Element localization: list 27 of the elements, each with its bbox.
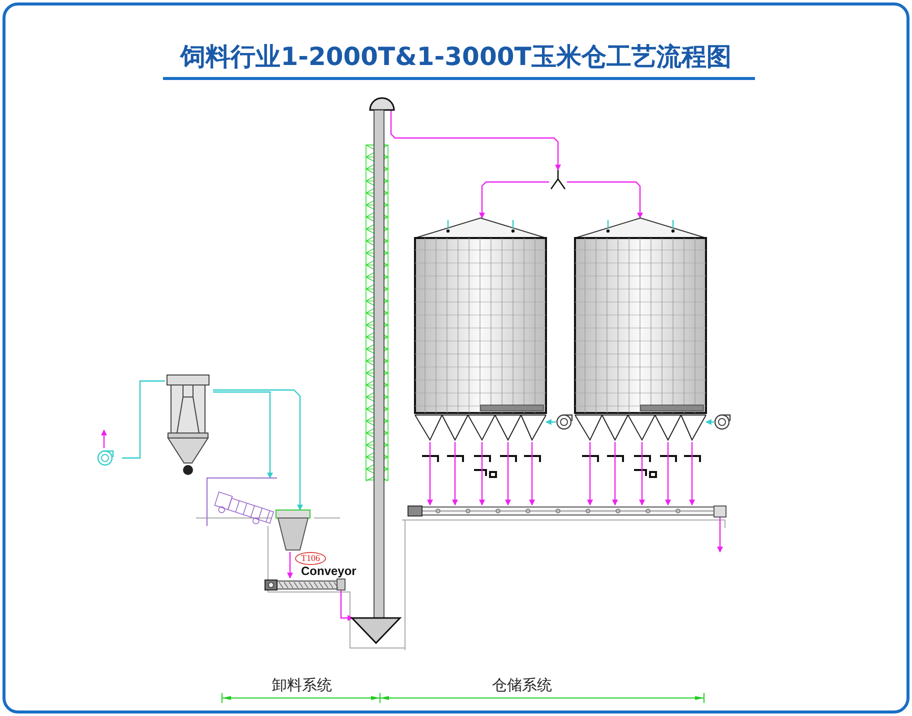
arrow <box>213 391 273 479</box>
arrow <box>390 110 561 171</box>
section-label: 仓储系统 <box>491 676 553 695</box>
arrow <box>529 442 535 506</box>
arrow <box>587 442 593 506</box>
arrow <box>427 442 433 506</box>
conveyor-label: Conveyor <box>301 565 356 578</box>
arrow <box>479 181 549 219</box>
tag-label: T106 <box>295 552 326 565</box>
arrow <box>505 442 511 506</box>
arrow <box>567 181 643 219</box>
arrow <box>689 442 695 506</box>
connector-line <box>122 380 165 459</box>
arrow <box>639 442 645 506</box>
arrow <box>665 442 671 506</box>
arrow <box>705 419 714 425</box>
arrow <box>452 442 458 506</box>
arrow <box>287 552 293 579</box>
section-label: 卸料系统 <box>271 676 333 695</box>
arrow <box>717 517 723 553</box>
arrow <box>545 419 556 425</box>
arrow <box>612 442 618 506</box>
arrow <box>340 590 354 621</box>
arrow <box>101 429 107 448</box>
title: 饲料行业1-2000T&1-3000T玉米仓工艺流程图 <box>178 41 732 73</box>
arrow <box>213 389 303 511</box>
arrow <box>479 442 485 506</box>
